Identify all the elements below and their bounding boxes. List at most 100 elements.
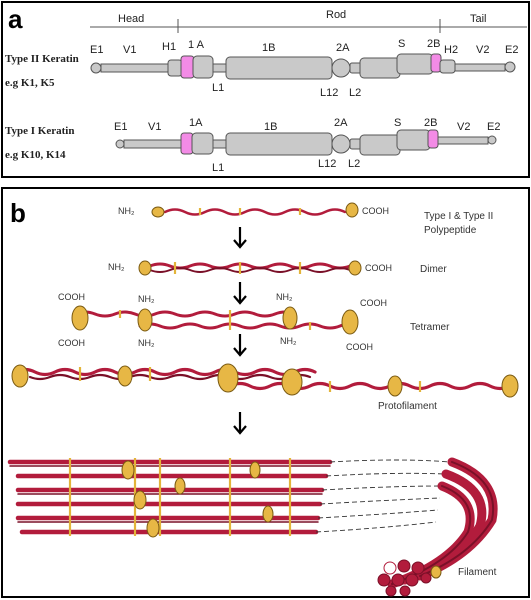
terminal-knob bbox=[137, 308, 153, 332]
type2-h1 bbox=[167, 59, 183, 77]
panel-a-letter: a bbox=[8, 4, 23, 34]
polypeptide-label-line-1: Type I & Type II bbox=[424, 211, 493, 222]
n-terminal-knob bbox=[138, 260, 152, 276]
dimer-stage: NH₂ COOH Dimer bbox=[108, 260, 447, 276]
terminal-knob bbox=[117, 365, 133, 387]
type1-v2 bbox=[437, 136, 489, 145]
type2-l1-label: L1 bbox=[212, 82, 224, 94]
type1-l12 bbox=[331, 134, 351, 154]
dimer-stage-label: Dimer bbox=[420, 264, 447, 275]
dashed-line bbox=[317, 509, 439, 519]
type1-e2-label: E2 bbox=[487, 121, 500, 133]
type1-1a-label: 1A bbox=[189, 117, 203, 129]
dashed-line bbox=[325, 472, 446, 477]
panel-b-frame bbox=[1, 187, 530, 598]
cable-end bbox=[391, 573, 405, 587]
type2-h2-label: H2 bbox=[444, 44, 458, 56]
type1-2a-label: 2A bbox=[334, 117, 348, 129]
type1-title: Type I Keratin bbox=[5, 125, 74, 137]
type2-1a-highlight bbox=[180, 55, 195, 79]
dashed-line bbox=[321, 485, 443, 491]
type1-2b-highlight bbox=[427, 129, 439, 149]
terminal-knob bbox=[174, 477, 186, 495]
type2-1b-label: 1B bbox=[262, 42, 275, 54]
type2-e1-label: E1 bbox=[90, 44, 103, 56]
cable-end bbox=[383, 561, 397, 575]
step-arrow-head bbox=[233, 295, 247, 305]
cable-end bbox=[411, 561, 425, 575]
type1-1a bbox=[191, 132, 214, 155]
type2-v2 bbox=[454, 63, 506, 72]
tetramer-stage-label: Tetramer bbox=[410, 322, 450, 333]
polypeptide-c-label: COOH bbox=[362, 206, 389, 216]
polypeptide-n-label: NH₂ bbox=[118, 206, 135, 216]
protofilament-strand bbox=[28, 373, 312, 381]
type1-l1-label: L1 bbox=[212, 162, 224, 174]
type1-e1-label: E1 bbox=[114, 121, 127, 133]
terminal-knob bbox=[133, 490, 147, 510]
type2-1a bbox=[192, 55, 214, 79]
tetramer-n-label-1: NH₂ bbox=[138, 294, 155, 304]
region-head-label: Head bbox=[118, 13, 144, 25]
type1-e2 bbox=[487, 135, 497, 145]
type1-l2 bbox=[359, 134, 401, 156]
type2-title: Type II Keratin bbox=[5, 53, 79, 65]
protofilament-strand bbox=[228, 381, 512, 391]
tetramer-c-label-4: COOH bbox=[346, 342, 373, 352]
cable-end bbox=[385, 585, 397, 597]
type1-v1-label: V1 bbox=[148, 121, 161, 133]
step-arrow-head bbox=[233, 347, 247, 357]
type2-l12 bbox=[331, 58, 351, 78]
region-tail-label: Tail bbox=[470, 13, 487, 25]
tetramer-n-label-3: NH₂ bbox=[276, 292, 293, 302]
n-terminal-knob bbox=[151, 206, 165, 218]
terminal-knob bbox=[430, 565, 442, 579]
type2-2b-label: 2B bbox=[427, 38, 440, 50]
terminal-knob bbox=[146, 518, 160, 538]
dimer-n-label: NH₂ bbox=[108, 262, 125, 272]
panel-a-frame bbox=[1, 1, 530, 178]
filament-stage: Filament bbox=[7, 457, 498, 597]
cable-strand bbox=[419, 461, 495, 577]
type1-l2-label: L2 bbox=[348, 158, 360, 170]
type1-v1 bbox=[123, 139, 183, 149]
tetramer-c-label-2: COOH bbox=[58, 338, 85, 348]
panel-a: a Head Rod Tail Type II Keratin e.g K1, … bbox=[1, 1, 530, 178]
cable-end bbox=[397, 559, 411, 573]
dimer-strand bbox=[149, 267, 351, 273]
type2-e1 bbox=[90, 62, 102, 74]
type2-h2 bbox=[439, 59, 456, 74]
tetramer-strand bbox=[138, 322, 357, 330]
type1-2b bbox=[396, 129, 431, 151]
type1-2b-label: 2B bbox=[424, 117, 437, 129]
region-bracket: Head Rod Tail bbox=[90, 9, 527, 33]
polypeptide-stage-label: Type I & Type II Polypeptide bbox=[424, 211, 496, 236]
tetramer-n-label-2: NH₂ bbox=[138, 338, 155, 348]
cable-end bbox=[405, 573, 419, 587]
type1-1a-highlight bbox=[180, 132, 194, 155]
polypeptide-stage: NH₂ COOH Type I & Type II Polypeptide bbox=[118, 202, 496, 236]
dashed-line bbox=[329, 459, 451, 463]
step-arrow-head bbox=[233, 239, 247, 249]
type1-1b-label: 1B bbox=[264, 121, 277, 133]
terminal-knob bbox=[249, 461, 261, 479]
polypeptide-label-line-2: Polypeptide bbox=[424, 225, 477, 236]
protofilament-stage-label: Protofilament bbox=[378, 401, 437, 412]
protofilament-stage: Protofilament bbox=[11, 363, 519, 412]
filament-dashed-extension bbox=[315, 459, 451, 533]
filament-bundle-strands bbox=[7, 458, 333, 538]
c-terminal-knob bbox=[348, 260, 362, 276]
type2-2b bbox=[396, 53, 434, 75]
type2-s-label: S bbox=[398, 38, 405, 50]
tetramer-strand bbox=[73, 310, 297, 318]
type2-example: e.g K1, K5 bbox=[5, 77, 55, 89]
terminal-knob bbox=[262, 505, 274, 523]
terminal-knob bbox=[121, 460, 135, 480]
protofilament-strand bbox=[13, 367, 317, 377]
type1-l12-label: L12 bbox=[318, 158, 336, 170]
tetramer-n-label-4: NH₂ bbox=[280, 336, 297, 346]
type1-v2-label: V2 bbox=[457, 121, 470, 133]
panel-b-letter: b bbox=[10, 198, 26, 228]
dimer-c-label: COOH bbox=[365, 263, 392, 273]
type2-e2-label: E2 bbox=[505, 44, 518, 56]
